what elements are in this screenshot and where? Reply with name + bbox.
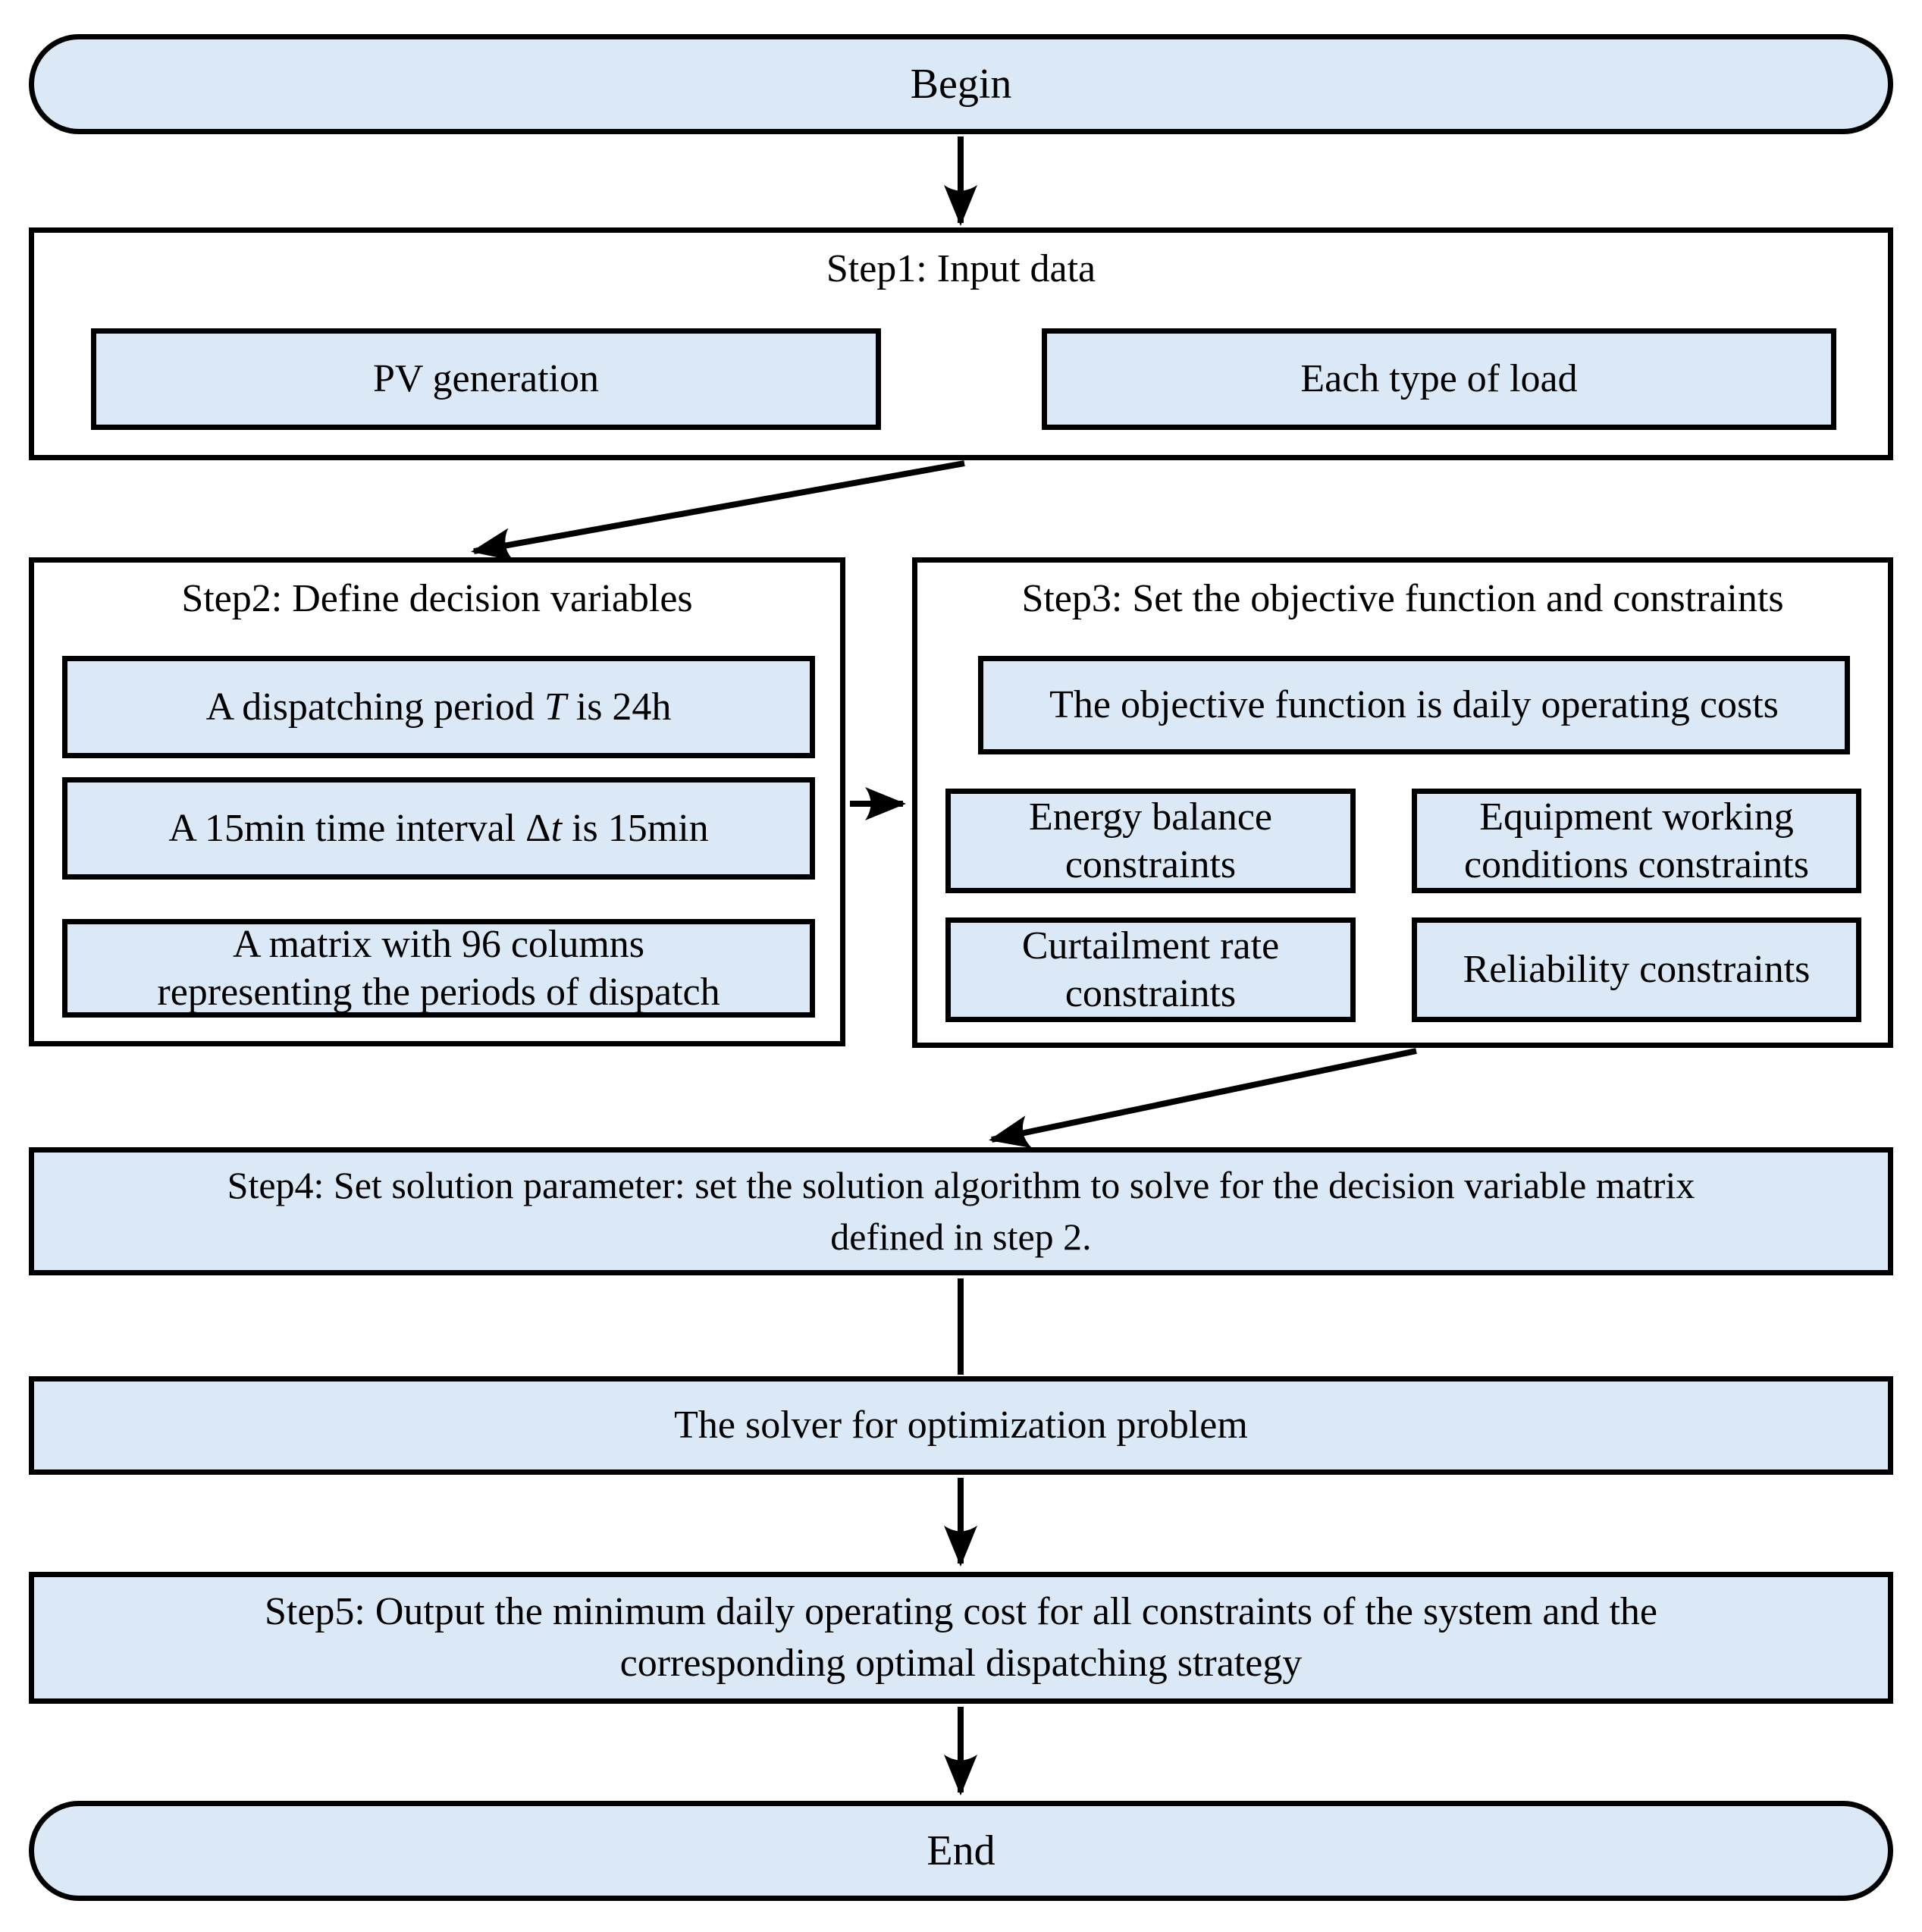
step4-box: Step4: Set solution parameter: set the s… [29, 1147, 1893, 1275]
time-interval-box: A 15min time interval Δt is 15min [62, 777, 815, 880]
objective-function-label: The objective function is daily operatin… [1049, 683, 1779, 727]
end-label: End [927, 1827, 995, 1874]
objective-function-box: The objective function is daily operatin… [978, 656, 1850, 754]
each-type-of-load-box: Each type of load [1042, 328, 1836, 430]
curtailment-rate-box: Curtailment rate constraints [945, 917, 1356, 1022]
begin-terminator: Begin [29, 34, 1893, 134]
pv-generation-label: PV generation [373, 357, 599, 401]
step5-label: Step5: Output the minimum daily operatin… [264, 1590, 1657, 1685]
equipment-working-box: Equipment working conditions constraints [1412, 789, 1861, 893]
arrow-step1-to-step2 [471, 460, 965, 561]
arrow-step3-to-step4 [989, 1048, 1417, 1149]
pv-generation-box: PV generation [91, 328, 881, 430]
step1-title: Step1: Input data [826, 247, 1096, 290]
step5-box: Step5: Output the minimum daily operatin… [29, 1572, 1893, 1704]
begin-label: Begin [910, 60, 1012, 108]
matrix-box: A matrix with 96 columns representing th… [62, 919, 815, 1018]
energy-balance-label: Energy balance constraints [1029, 795, 1272, 886]
dispatching-period-label: A dispatching period T is 24h [205, 685, 672, 729]
solver-box: The solver for optimization problem [29, 1376, 1893, 1475]
time-interval-label: A 15min time interval Δt is 15min [168, 806, 709, 850]
curtailment-rate-label: Curtailment rate constraints [1021, 924, 1280, 1015]
end-terminator: End [29, 1801, 1893, 1901]
step4-label: Step4: Set solution parameter: set the s… [227, 1164, 1695, 1258]
energy-balance-box: Energy balance constraints [945, 789, 1356, 893]
step3-title: Step3: Set the objective function and co… [1021, 577, 1784, 620]
reliability-box: Reliability constraints [1412, 917, 1861, 1022]
matrix-label: A matrix with 96 columns representing th… [157, 922, 720, 1014]
equipment-working-label: Equipment working conditions constraints [1464, 795, 1809, 886]
step2-title: Step2: Define decision variables [181, 577, 693, 620]
reliability-label: Reliability constraints [1463, 948, 1811, 992]
each-type-of-load-label: Each type of load [1300, 357, 1578, 401]
dispatching-period-box: A dispatching period T is 24h [62, 656, 815, 758]
solver-label: The solver for optimization problem [674, 1404, 1248, 1447]
